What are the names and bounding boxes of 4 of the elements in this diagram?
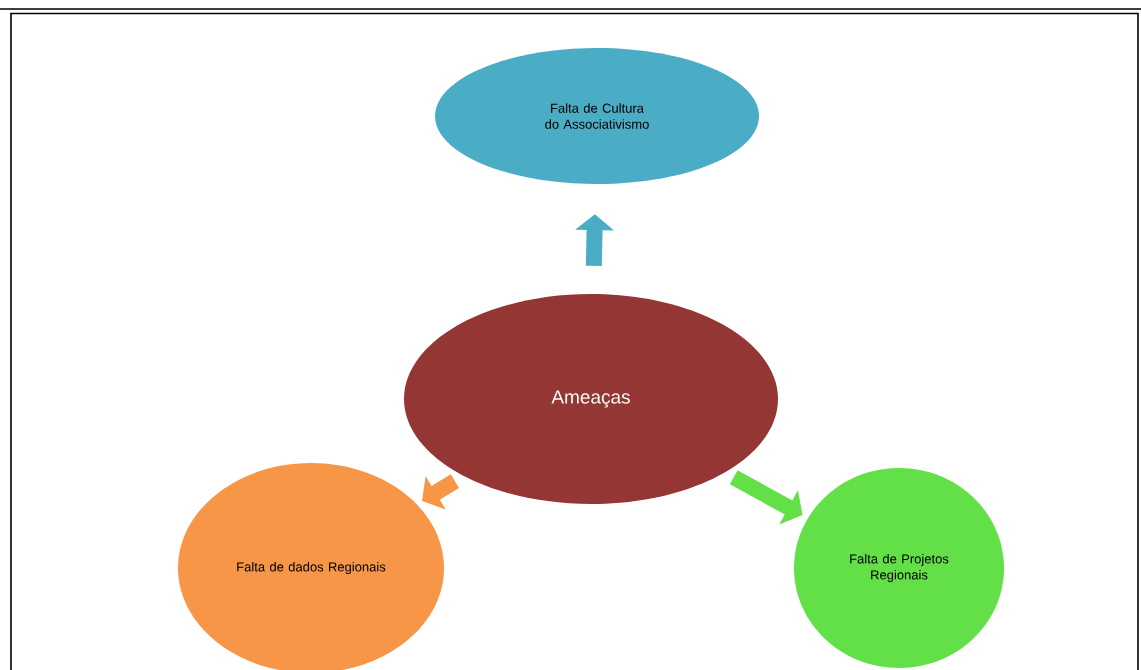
block-arrow — [422, 474, 459, 510]
ellipse-node: Ameaças — [404, 294, 778, 504]
ellipse-node: Falta de Cultura do Associativismo — [435, 48, 759, 184]
ellipse-node: Falta de Projetos Regionais — [794, 468, 1004, 668]
